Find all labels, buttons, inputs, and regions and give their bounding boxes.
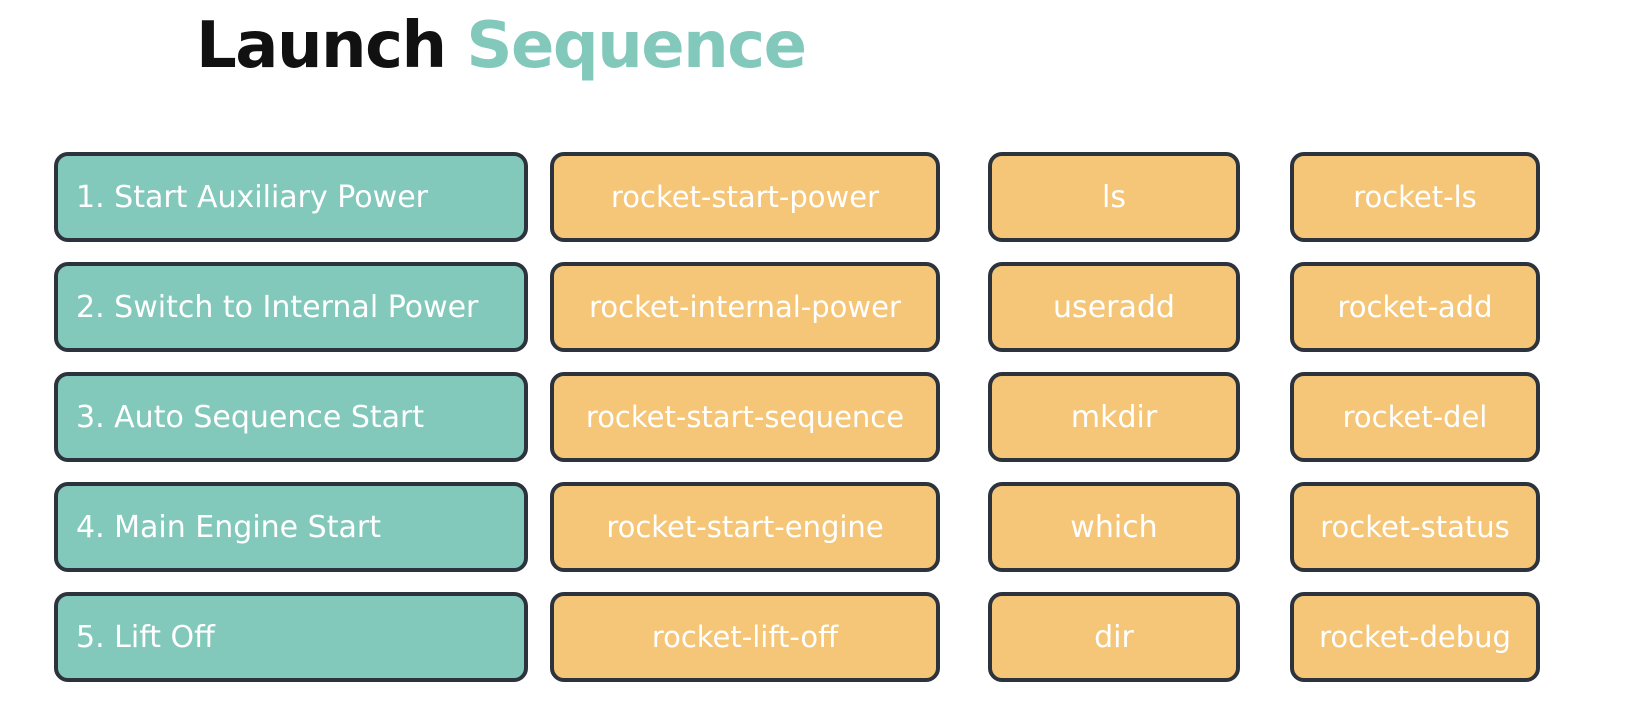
linux-command-box-2: useradd	[988, 262, 1240, 352]
rocket-tool-box-3: rocket-del	[1290, 372, 1540, 462]
linux-command-box-5: dir	[988, 592, 1240, 682]
rocket-command-box-5: rocket-lift-off	[550, 592, 940, 682]
title-word-sequence: Sequence	[466, 9, 807, 83]
rocket-command-box-1: rocket-start-power	[550, 152, 940, 242]
rocket-tool-box-2: rocket-add	[1290, 262, 1540, 352]
linux-command-box-1: ls	[988, 152, 1240, 242]
rocket-command-box-4: rocket-start-engine	[550, 482, 940, 572]
linux-command-box-3: mkdir	[988, 372, 1240, 462]
rocket-tool-box-5: rocket-debug	[1290, 592, 1540, 682]
linux-command-box-4: which	[988, 482, 1240, 572]
step-box-3: 3. Auto Sequence Start	[54, 372, 528, 462]
rocket-tool-box-1: rocket-ls	[1290, 152, 1540, 242]
rocket-command-box-2: rocket-internal-power	[550, 262, 940, 352]
page-title: Launch Sequence	[196, 0, 807, 92]
step-box-4: 4. Main Engine Start	[54, 482, 528, 572]
step-box-1: 1. Start Auxiliary Power	[54, 152, 528, 242]
step-box-2: 2. Switch to Internal Power	[54, 262, 528, 352]
rocket-tool-box-4: rocket-status	[1290, 482, 1540, 572]
step-box-5: 5. Lift Off	[54, 592, 528, 682]
rocket-command-box-3: rocket-start-sequence	[550, 372, 940, 462]
title-word-launch: Launch	[196, 9, 447, 83]
